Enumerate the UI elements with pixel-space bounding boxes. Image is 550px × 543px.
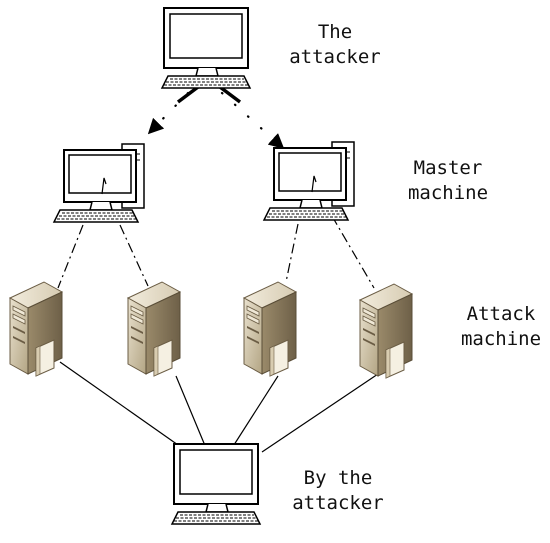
master-machine-right-icon bbox=[263, 141, 355, 221]
attack-4-to-victim-line bbox=[261, 373, 379, 453]
victim-label: By the attacker bbox=[292, 467, 384, 514]
master-machine-left-icon bbox=[53, 143, 145, 223]
master-left-to-attack-1-line bbox=[57, 224, 84, 289]
attack-machine-2-icon bbox=[127, 281, 181, 377]
victim-computer-icon bbox=[171, 443, 261, 525]
attack-machine-4-icon bbox=[359, 283, 413, 379]
master-right-to-attack-4-line bbox=[331, 215, 375, 289]
master-left-to-attack-2-line bbox=[119, 224, 149, 287]
attack-machine-label: Attack machine bbox=[460, 303, 542, 350]
attack-machine-1-icon bbox=[9, 281, 63, 377]
attack-1-to-victim-line bbox=[59, 361, 189, 453]
attacker-to-master-right-arrow bbox=[220, 91, 285, 150]
attack-2-to-victim-line bbox=[175, 375, 207, 449]
master-machine-label: Master machine bbox=[407, 157, 489, 204]
connections bbox=[57, 76, 379, 453]
attack-3-to-victim-line bbox=[231, 375, 279, 449]
attacker-computer-icon bbox=[161, 7, 251, 89]
attack-machine-3-icon bbox=[243, 281, 297, 377]
attacker-label: The attacker bbox=[289, 21, 381, 68]
master-right-to-attack-3-line bbox=[285, 223, 299, 283]
